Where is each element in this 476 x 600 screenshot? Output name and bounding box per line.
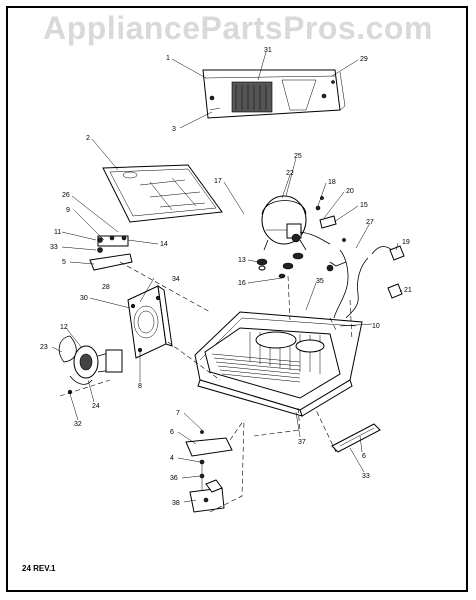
diagram-frame [6,6,468,592]
fan-shroud [127,284,173,359]
callout-9: 9 [66,207,70,214]
leader-lines [51,51,403,503]
callout-14: 14 [160,241,168,248]
grommets [256,252,304,279]
callout-30: 30 [80,295,88,302]
callout-13: 13 [238,257,246,264]
callout-4: 4 [170,455,174,462]
relay-and-wiring [315,196,405,319]
callout-20: 20 [346,188,354,195]
callout-34: 34 [172,276,180,283]
callout-33: 33 [50,244,58,251]
callout-17: 17 [214,178,222,185]
watermark: AppliancePartsPros.com [43,10,433,46]
callout-2: 2 [86,135,90,142]
base-pan-condenser [194,311,363,417]
callout-12: 12 [60,324,68,331]
callout-7: 7 [176,410,180,417]
callout-19: 19 [402,239,410,246]
callout-33-right: 33 [362,473,370,480]
callout-11: 11 [54,229,61,236]
callout-25: 25 [294,153,302,160]
fan-motor-blade [58,335,123,395]
bottom-hardware [185,430,233,513]
callout-6-right: 6 [362,453,366,460]
callout-35: 35 [316,278,324,285]
callout-31: 31 [264,47,272,54]
callout-labels: 1 31 29 3 2 26 9 11 33 14 5 25 22 17 18 … [40,47,412,507]
callout-23: 23 [40,344,48,351]
callout-24: 24 [92,403,100,410]
callout-38: 38 [172,500,180,507]
callout-26: 26 [62,192,70,199]
callout-21: 21 [404,287,412,294]
callout-22: 22 [286,170,294,177]
callout-6: 6 [170,429,174,436]
right-bottom-strip [331,423,381,453]
callout-1: 1 [166,55,170,62]
callout-18: 18 [328,179,336,186]
compressor [261,195,331,251]
callout-5: 5 [62,259,66,266]
upper-duct-tray [102,164,223,223]
callout-27: 27 [366,219,374,226]
callout-10: 10 [372,323,380,330]
callout-32: 32 [74,421,82,428]
callout-16: 16 [238,280,246,287]
left-bracket-hardware [89,235,133,271]
top-bracket-assembly [202,69,346,119]
callout-15: 15 [360,202,368,209]
callout-8: 8 [138,383,142,390]
callout-3: 3 [172,126,176,133]
callout-29: 29 [360,56,368,63]
callout-28: 28 [102,284,110,291]
callout-37: 37 [298,439,306,446]
assembly-lines [59,261,353,513]
revision-label: 24 REV.1 [22,564,56,573]
callout-36: 36 [170,475,178,482]
